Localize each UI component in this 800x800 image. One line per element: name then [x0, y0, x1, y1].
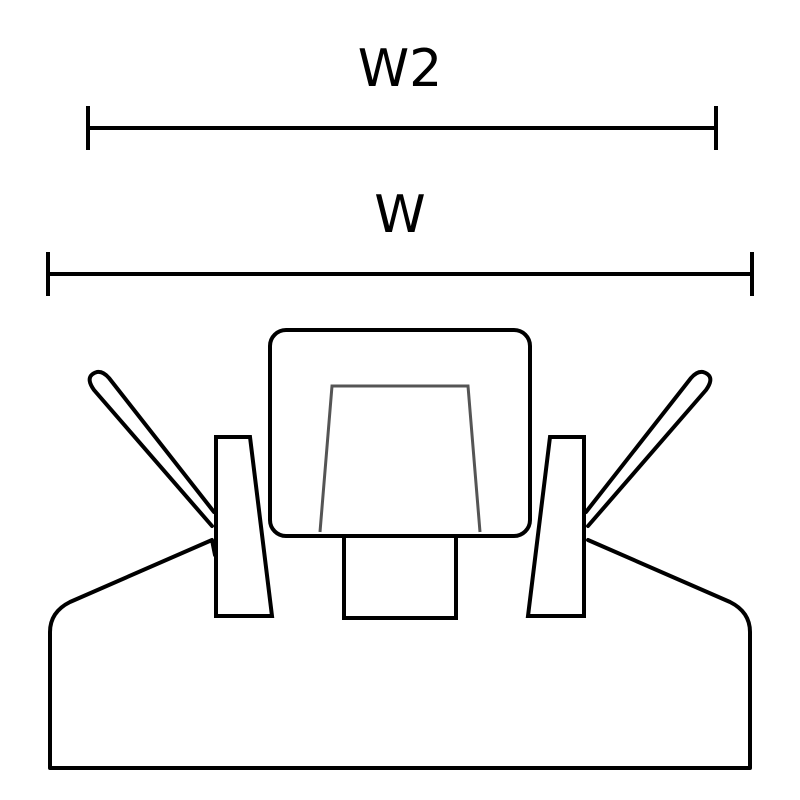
- center-head: [268, 328, 532, 538]
- inner-channel: [318, 384, 482, 533]
- w2-dimension: W2: [86, 39, 718, 150]
- right-wing-post: [525, 435, 586, 618]
- right-arm: [584, 369, 713, 528]
- left-wing-post: [214, 435, 275, 618]
- left-arm: [87, 369, 216, 528]
- mount-base: [48, 538, 752, 770]
- center-stem: [342, 534, 458, 620]
- w-label: W: [374, 185, 425, 245]
- w-dimension: W: [46, 185, 754, 296]
- w2-label: W2: [358, 39, 443, 99]
